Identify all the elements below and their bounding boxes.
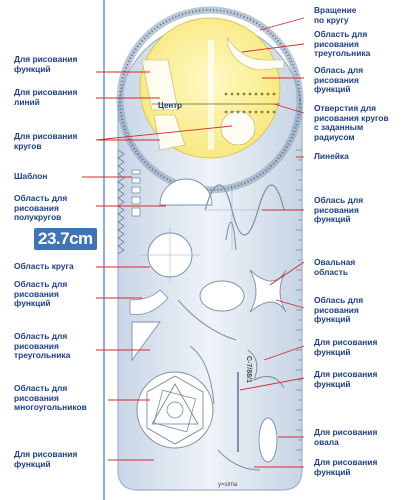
polygon-area-cutout	[136, 371, 214, 449]
semicircle-cutout	[159, 178, 213, 206]
left-sawtooth-edge	[117, 149, 125, 255]
label-functions-right-4: Для рисования функций	[314, 369, 378, 389]
label-circle-area: Область круга	[14, 261, 74, 271]
oval-drawing-cutout	[258, 417, 278, 463]
label-circles: Для рисования кругов	[14, 131, 78, 151]
triangle-cutout	[131, 321, 161, 362]
label-functions-right-2: Облась для рисования функций	[314, 295, 364, 325]
oval-area-cutout	[199, 280, 245, 312]
label-triangle-right: Область для рисования треугольника	[314, 29, 371, 59]
label-oval-area: Овальная область	[314, 257, 356, 277]
label-lines: Для рисования линий	[14, 87, 78, 107]
label-functions-top-right: Облась для рисования функций	[314, 65, 364, 95]
label-functions-right-3: Для рисования функций	[314, 337, 378, 357]
label-functions-top-left: Для рисования функций	[14, 54, 78, 74]
sine-wave-cutout	[204, 184, 285, 236]
model-label: С-7/88/1	[245, 356, 252, 383]
left-edge-rule	[103, 0, 105, 500]
leader-lines	[82, 17, 305, 468]
brand-label: y=sima	[218, 482, 238, 488]
label-semicircles: Область для рисования полукругов	[14, 193, 68, 223]
label-oval: Для рисования овала	[314, 427, 378, 447]
label-polygons: Область для рисования многоугольников	[14, 383, 87, 413]
template-slots	[131, 169, 141, 217]
label-functions-mid-left: Область для рисования функций	[14, 279, 68, 309]
label-functions-bottom-left: Для рисования функций	[14, 449, 78, 469]
label-functions-right-5: Для рисования функций	[314, 457, 378, 477]
label-template: Шаблон	[14, 171, 48, 181]
label-triangle-left: Область для рисования треугольника	[14, 331, 71, 361]
size-badge: 23.7cm	[34, 228, 97, 250]
label-functions-right-1: Облась для рисования функций	[314, 195, 364, 225]
label-radius-holes: Отверстия для рисования кругов с заданны…	[314, 103, 389, 142]
ruler-scale	[296, 149, 302, 461]
label-rotate-circle: Вращение по кругу	[314, 5, 357, 25]
center-label: Центр	[158, 101, 183, 110]
label-ruler: Линейка	[314, 151, 349, 161]
